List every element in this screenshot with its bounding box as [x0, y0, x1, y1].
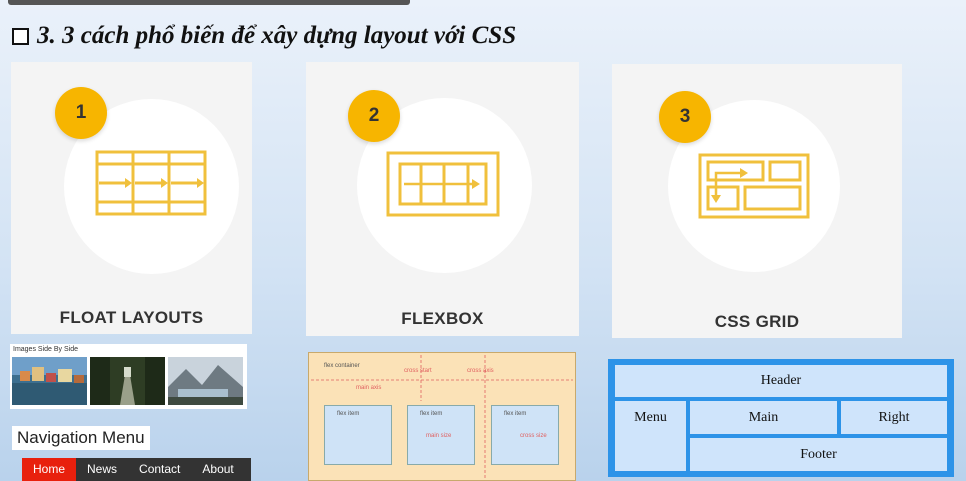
thumbnail-coastal-town-image — [12, 357, 87, 405]
navigation-menu-title: Navigation Menu — [12, 426, 150, 450]
top-scrollbar — [8, 0, 410, 5]
flex-item-box: flex item cross size — [491, 405, 559, 465]
images-title: Images Side By Side — [13, 346, 78, 353]
nav-item-contact[interactable]: Contact — [139, 462, 181, 476]
navigation-bar: Home News Contact About — [22, 458, 251, 481]
cross-axis-label: cross axis — [467, 368, 494, 374]
flexbox-icon — [386, 151, 500, 217]
float-layout-icon — [95, 150, 207, 216]
flex-item-label: flex item — [504, 411, 527, 417]
grid-layout-example: Header Menu Main Right Footer — [608, 359, 954, 477]
badge-number: 3 — [659, 91, 711, 143]
images-side-by-side: Images Side By Side — [10, 344, 247, 409]
card-label: FLEXBOX — [401, 309, 484, 328]
badge-number: 1 — [55, 87, 107, 139]
main-size-label: main size — [426, 433, 452, 439]
grid-header: Header — [613, 363, 949, 399]
main-axis-label: main axis — [356, 385, 382, 391]
grid-footer-label: Footer — [800, 446, 837, 462]
section-heading: 3. 3 cách phổ biến để xây dựng layout vớ… — [12, 22, 516, 50]
flex-item-label: flex item — [337, 411, 360, 417]
flex-item-box: flex item — [324, 405, 392, 465]
grid-header-label: Header — [760, 373, 802, 388]
card-css-grid: 3 CSS GRID — [612, 64, 902, 338]
flex-item-box: flex item main size — [407, 405, 475, 465]
section-heading-text: 3. 3 cách phổ biến để xây dựng layout vớ… — [37, 22, 517, 49]
thumbnail-forest-bridge-image — [90, 357, 165, 405]
grid-footer: Footer — [688, 436, 949, 473]
card-flexbox: 2 FLEXBOX — [306, 62, 579, 336]
card-label: FLOAT LAYOUTS — [59, 308, 204, 327]
grid-right-label: Right — [878, 409, 910, 425]
card-float-layouts: 1 FLOAT LAYOUTS — [11, 62, 252, 334]
badge-number: 2 — [348, 90, 400, 142]
cross-size-label: cross size — [520, 433, 547, 439]
cross-start-label: cross start — [404, 368, 432, 374]
grid-main-label: Main — [748, 409, 779, 425]
flex-container-label: flex container — [324, 363, 360, 369]
css-grid-icon — [698, 153, 810, 219]
card-label: CSS GRID — [714, 312, 800, 331]
checkbox-icon — [12, 27, 29, 45]
grid-main: Main — [688, 399, 839, 436]
grid-menu: Menu — [613, 399, 688, 473]
grid-right: Right — [839, 399, 949, 436]
nav-item-news[interactable]: News — [87, 462, 118, 476]
thumbnail-mountain-lake-image — [168, 357, 243, 405]
nav-item-home[interactable]: Home — [22, 458, 77, 481]
nav-item-about[interactable]: About — [202, 462, 234, 476]
flex-container-diagram: flex container cross start cross axis ma… — [308, 352, 576, 481]
flex-item-label: flex item — [420, 411, 443, 417]
grid-menu-label: Menu — [634, 410, 667, 425]
